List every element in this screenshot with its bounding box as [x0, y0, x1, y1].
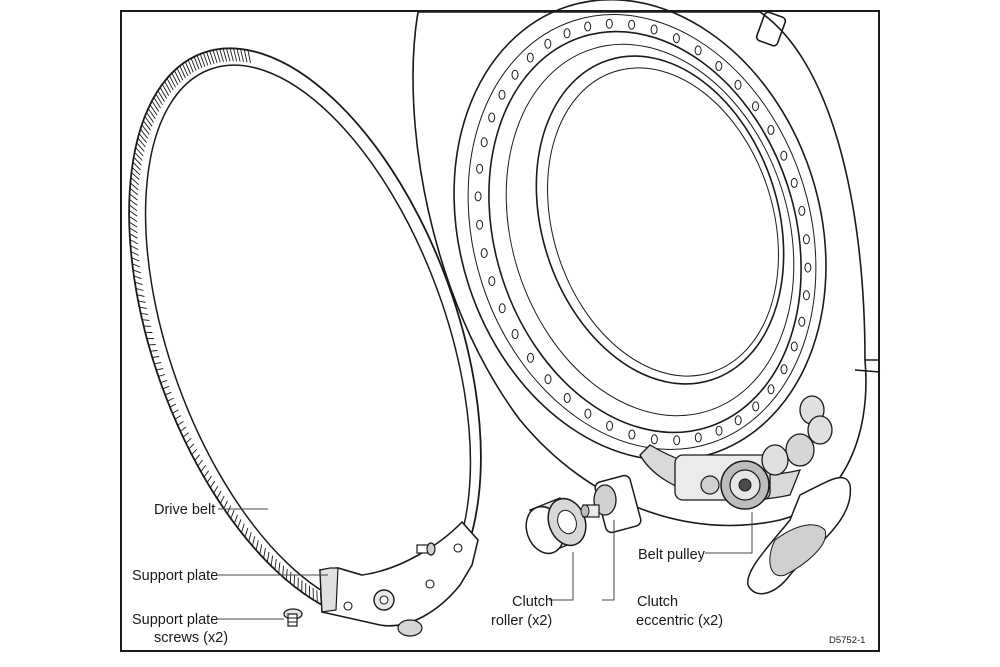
rim-holes	[474, 18, 812, 446]
reference-code: D5752-1	[829, 635, 865, 646]
support-plate-screws-label-line1: Support plate	[132, 612, 218, 628]
clutch-roller-label-line1: Clutch	[512, 594, 553, 610]
pulley-cluster	[639, 395, 852, 595]
clutch-eccentric-label-line2: eccentric (x2)	[636, 613, 723, 629]
support-plate-label: Support plate	[132, 568, 218, 584]
ring-housing	[412, 0, 881, 527]
clutch-roller-label-line2: roller (x2)	[491, 613, 552, 629]
support-plate-screws-label-line2: screws (x2)	[154, 630, 228, 646]
drive-belt-label: Drive belt	[154, 502, 215, 518]
support-plate-screw	[283, 608, 303, 627]
clutch-roller	[525, 497, 587, 555]
clutch-eccentric	[580, 474, 642, 534]
support-plate	[319, 520, 479, 637]
leader-lines	[218, 508, 753, 620]
belt-pulley-gear	[720, 460, 770, 510]
side-rollers	[761, 395, 833, 476]
clutch-eccentric-label-line1: Clutch	[637, 594, 678, 610]
belt-teeth	[128, 48, 385, 622]
belt-pulley-label: Belt pulley	[638, 547, 706, 563]
plate-screw-installed	[416, 542, 436, 556]
